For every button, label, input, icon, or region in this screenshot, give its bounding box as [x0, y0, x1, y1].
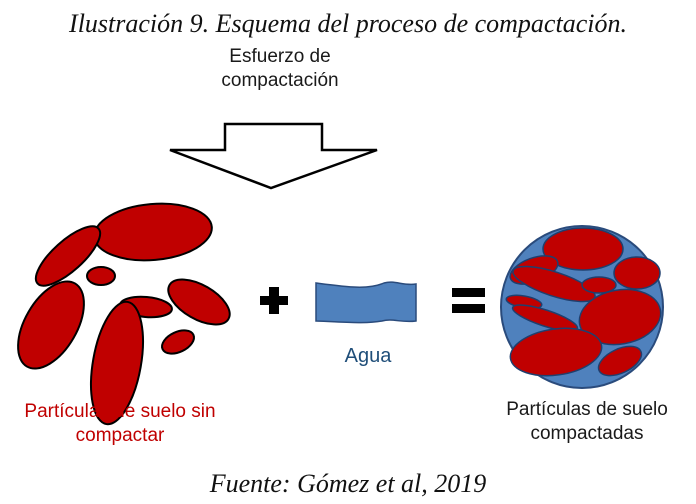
loose-particle: [86, 266, 116, 286]
water-label: Agua: [344, 345, 392, 367]
plus-icon: [260, 287, 288, 314]
compacted-particle: [578, 288, 662, 346]
compacted-soil: [500, 225, 664, 389]
loose-soil-particles: [17, 202, 231, 426]
equals-icon: [452, 288, 485, 313]
loose-particles-label: Partículas de suelo sin compactar: [24, 401, 216, 446]
loose-particle: [167, 278, 231, 326]
loose-particle: [161, 329, 195, 355]
loose-particle: [93, 202, 213, 262]
down-arrow-icon: [169, 122, 378, 190]
loose-particle: [34, 225, 102, 287]
water-shape: [315, 281, 417, 324]
compacted-particle: [581, 276, 617, 294]
loose-particle: [17, 280, 85, 370]
compacted-particles-label: Partículas de suelo compactadas: [506, 399, 668, 444]
compacted-particle: [613, 256, 661, 290]
compacted-particle: [509, 327, 603, 377]
compacted-particle: [597, 345, 643, 377]
figure-source: Fuente: Gómez et al, 2019: [209, 469, 487, 498]
loose-particle: [90, 300, 144, 426]
figure-caption: Ilustración 9. Esquema del proceso de co…: [69, 9, 627, 38]
compacted-particle: [542, 227, 624, 271]
compaction-stress-label: Esfuerzo de compactación: [221, 46, 339, 91]
